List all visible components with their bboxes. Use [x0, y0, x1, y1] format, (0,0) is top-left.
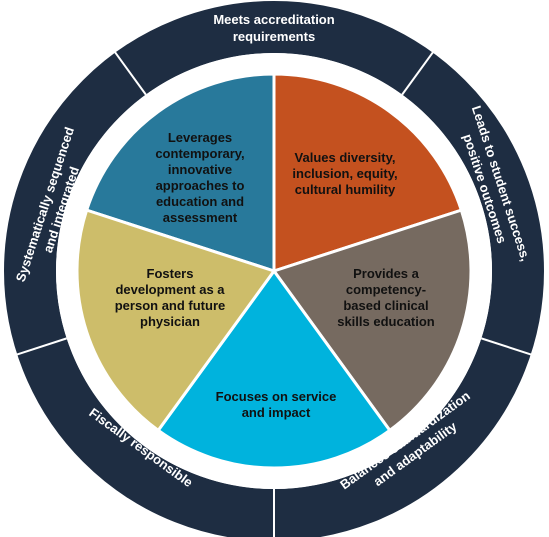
- wedge-leverages: [85, 72, 276, 273]
- ring-divider-accreditation-sequenced: [113, 50, 147, 96]
- wedge-label-focuses: Focuses on service and impact: [215, 389, 337, 420]
- ring-divider-success-standardization: [481, 337, 533, 357]
- wedge-values: [272, 72, 463, 273]
- wedge-provides: [272, 208, 473, 432]
- ring-label-accreditation: Meets accreditation requirements: [213, 12, 335, 44]
- ring-divider-accreditation-success: [401, 50, 435, 96]
- wedge-focuses: [156, 269, 392, 470]
- inner-wedges: [75, 72, 473, 470]
- wedge-label-fosters: Fosters development as a person and futu…: [114, 266, 226, 329]
- wedge-fosters: [75, 208, 276, 432]
- ring-divider-fiscal-sequenced: [15, 337, 67, 357]
- wedge-label-values: Values diversity, inclusion, equity, cul…: [292, 150, 398, 197]
- ring-dividers: [15, 50, 533, 537]
- wedge-label-provides: Provides a competency- based clinical sk…: [337, 266, 435, 329]
- wedge-label-leverages: Leverages contemporary, innovative appro…: [155, 130, 245, 225]
